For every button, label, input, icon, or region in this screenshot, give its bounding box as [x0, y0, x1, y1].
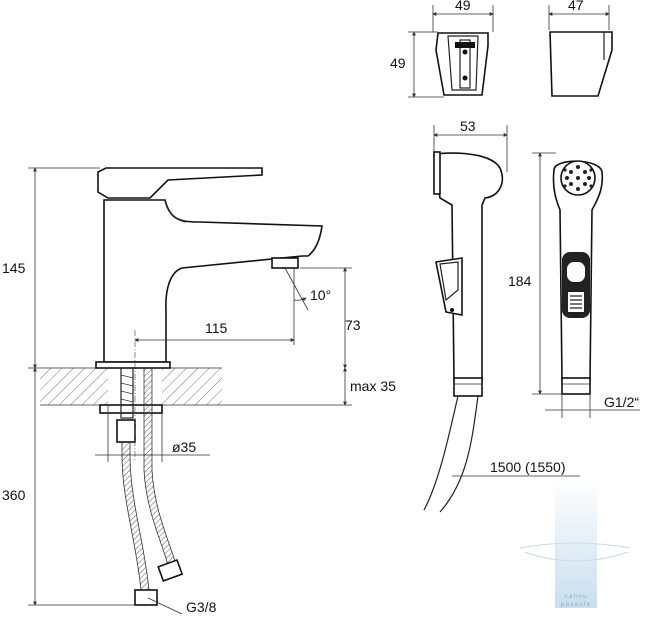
mounting-nut [116, 419, 136, 443]
wall-holder-front-view [435, 32, 489, 96]
wall-holder-side-view [549, 31, 613, 97]
dim-holder-width: 49 [455, 0, 471, 13]
aerator [271, 257, 299, 269]
lever-handle [97, 167, 263, 199]
dim-spout-height: 73 [345, 317, 361, 333]
shower-hose [423, 395, 459, 511]
dim-holder-height: 49 [390, 55, 406, 71]
dim-shower-head-width: 53 [460, 118, 476, 134]
watermark-text-line1: vannu [564, 593, 588, 600]
threaded-rod [120, 367, 134, 419]
dim-hose-length: 1500 (1550) [490, 459, 566, 475]
dim-hole-diameter: ø35 [172, 439, 196, 455]
dim-spout-angle: 10° [310, 287, 331, 303]
supply-hose-left [122, 442, 149, 591]
hand-shower-side-view [423, 151, 504, 513]
hose-fitting-left [134, 589, 158, 606]
mounting-plate [99, 404, 163, 414]
holder-dimensions: 49 49 47 [390, 0, 610, 98]
shower-front-dimensions: 184 G1/2“ [508, 152, 640, 418]
dim-tap-height: 145 [2, 260, 26, 276]
dim-spout-reach: 115 [205, 320, 228, 336]
hand-shower-front-view [552, 160, 604, 395]
dim-hose-thread: G3/8 [186, 599, 217, 615]
dim-shower-length: 184 [508, 273, 532, 289]
watermark-text-line2: pasaule [561, 601, 591, 608]
dim-countertop-max: max 35 [350, 378, 396, 394]
hose-fitting-right [157, 558, 184, 582]
faucet-dimensions: 145 360 115 73 10° max 35 ø35 G3/8 [2, 167, 396, 615]
faucet-body [103, 199, 323, 363]
watermark-logo: vannu pasaule [519, 478, 631, 608]
dim-total-length: 360 [2, 487, 26, 503]
dim-shower-thread: G1/2“ [604, 394, 639, 410]
base-plate [95, 361, 171, 369]
dim-holder-depth: 47 [568, 0, 584, 13]
supply-hose-right [144, 368, 176, 567]
faucet-drawing [40, 167, 323, 606]
shower-side-dimensions: 53 1500 (1550) [433, 118, 580, 477]
